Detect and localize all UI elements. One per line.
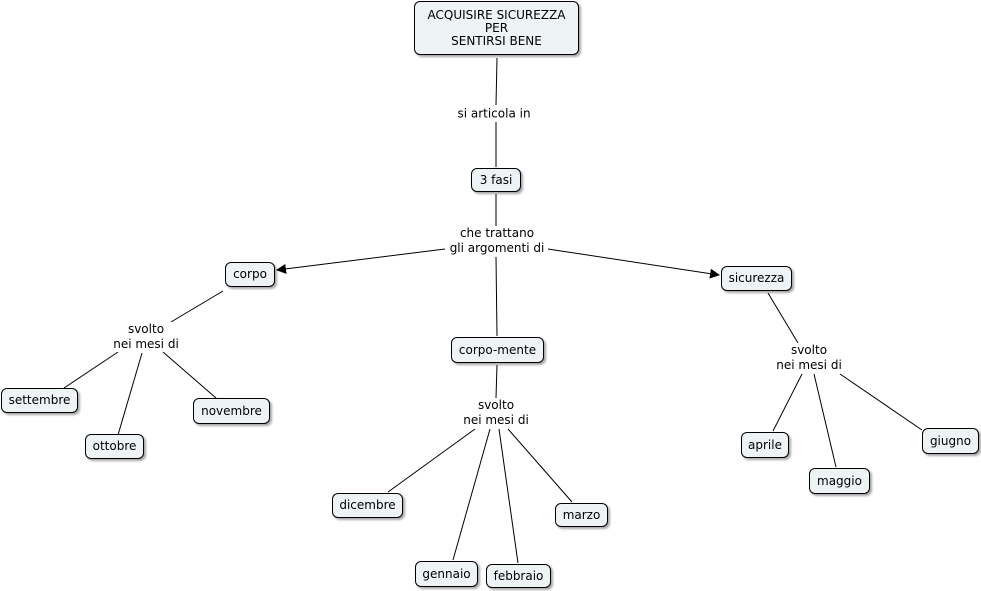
root-concept-node[interactable]: ACQUISIRE SICUREZZA PER SENTIRSI BENE xyxy=(414,1,579,55)
febbraio-node[interactable]: febbraio xyxy=(486,564,551,588)
line-svolto-to-ottobre xyxy=(117,352,143,436)
line-corpo-to-svolto xyxy=(170,290,224,323)
line-corpo-mente-to-svolto xyxy=(495,364,498,399)
settembre-node[interactable]: settembre xyxy=(1,388,78,413)
ottobre-node[interactable]: ottobre xyxy=(85,434,144,459)
corpo-node[interactable]: corpo xyxy=(225,262,275,287)
line-svolto-to-aprile xyxy=(772,373,803,432)
line-root-to-articola xyxy=(495,57,498,106)
line-trattano-to-corpo-mente xyxy=(495,256,498,337)
marzo-node[interactable]: marzo xyxy=(555,503,608,527)
fasi-node[interactable]: 3 fasi xyxy=(471,168,521,192)
sicurezza-node[interactable]: sicurezza xyxy=(721,266,792,291)
line-svolto-to-gennaio xyxy=(452,428,491,561)
gennaio-node[interactable]: gennaio xyxy=(415,561,478,587)
maggio-node[interactable]: maggio xyxy=(809,468,870,494)
line-svolto-to-novembre xyxy=(162,351,217,399)
line-svolto-to-maggio xyxy=(813,373,837,468)
line-trattano-to-sicurezza xyxy=(547,248,720,279)
aprile-node[interactable]: aprile xyxy=(741,432,789,458)
giugno-node[interactable]: giugno xyxy=(922,428,979,454)
line-trattano-to-corpo xyxy=(276,248,446,274)
line-svolto-to-settembre xyxy=(63,351,119,389)
line-svolto-to-giugno xyxy=(839,373,923,431)
link-label-corpo-mente-svolto: svolto nei mesi di xyxy=(462,398,530,428)
link-label-si-articola-in: si articola in xyxy=(456,106,532,122)
corpo-mente-node[interactable]: corpo-mente xyxy=(451,337,544,363)
line-svolto-to-dicembre xyxy=(387,428,476,493)
link-label-sicurezza-svolto: svolto nei mesi di xyxy=(775,343,843,373)
novembre-node[interactable]: novembre xyxy=(193,398,270,424)
dicembre-node[interactable]: dicembre xyxy=(332,493,403,518)
line-sicurezza-to-svolto xyxy=(767,292,799,344)
line-svolto-to-marzo xyxy=(507,428,573,503)
link-label-che-trattano: che trattano gli argomenti di xyxy=(448,226,546,256)
link-label-corpo-svolto: svolto nei mesi di xyxy=(112,322,180,352)
line-svolto-to-febbraio xyxy=(498,428,519,564)
